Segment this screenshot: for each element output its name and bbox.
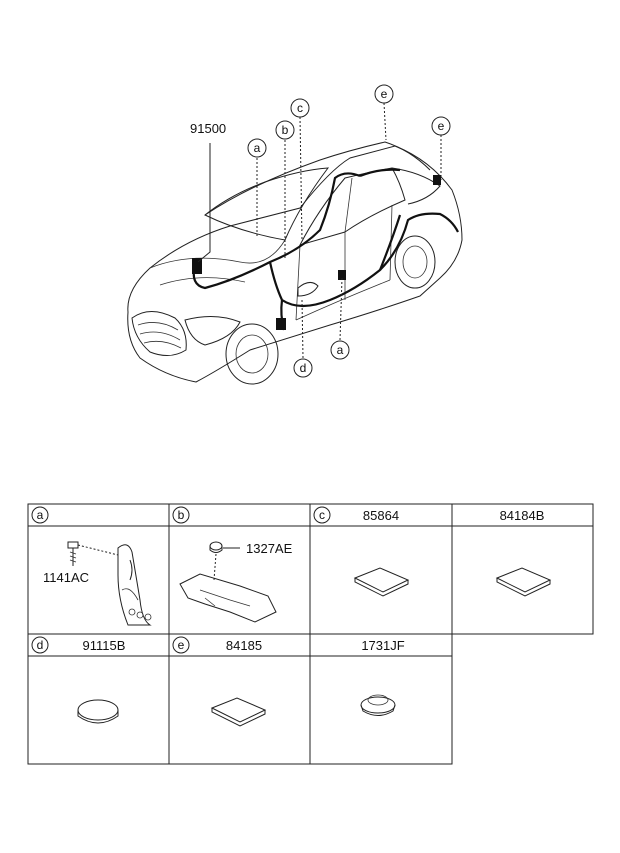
svg-text:d: d xyxy=(37,638,44,652)
plug-91115B-illustration xyxy=(77,699,119,724)
svg-text:e: e xyxy=(178,638,185,652)
callout-c-top: c xyxy=(290,98,310,118)
svg-text:c: c xyxy=(297,101,303,115)
table-cell-d: d 91115B xyxy=(31,636,126,654)
cell-a-illustration xyxy=(67,541,152,626)
pad-85864-illustration xyxy=(353,567,410,597)
table-cell-c: c 85864 xyxy=(313,506,399,524)
callout-a-top: a xyxy=(247,138,267,158)
nut-label-1327AE: 1327AE xyxy=(246,541,293,556)
main-part-number: 91500 xyxy=(190,121,226,136)
table-cell-a: a xyxy=(31,506,49,524)
pad-84184B-illustration xyxy=(495,567,552,597)
svg-text:d: d xyxy=(300,361,307,375)
part-number-1731JF: 1731JF xyxy=(361,638,404,653)
table-cell-b: b xyxy=(172,506,190,524)
svg-text:e: e xyxy=(381,87,388,101)
svg-text:a: a xyxy=(337,343,344,357)
callout-e-right: e xyxy=(431,116,451,136)
callout-leaders xyxy=(197,102,442,359)
table-cell-e: e 84185 xyxy=(172,636,262,654)
svg-text:b: b xyxy=(178,508,185,522)
callout-a-body: a xyxy=(330,340,350,360)
part-number-91115B: 91115B xyxy=(83,638,126,653)
svg-text:b: b xyxy=(282,123,289,137)
pad-84185-illustration xyxy=(210,697,267,727)
callout-d-body: d xyxy=(293,358,313,378)
svg-text:e: e xyxy=(438,119,445,133)
wiring-harness xyxy=(192,168,459,331)
svg-text:a: a xyxy=(37,508,44,522)
svg-text:a: a xyxy=(254,141,261,155)
callout-e-top: e xyxy=(374,84,394,104)
callout-b-top: b xyxy=(275,120,295,140)
grommet-1731JF-illustration xyxy=(360,694,396,716)
bolt-label-1141AC: 1141AC xyxy=(43,570,89,585)
car-illustration xyxy=(127,141,463,385)
part-number-85864: 85864 xyxy=(363,508,399,523)
cell-b-illustration xyxy=(179,541,277,623)
part-number-84184B: 84184B xyxy=(500,508,545,523)
svg-text:c: c xyxy=(319,508,325,522)
part-number-84185: 84185 xyxy=(226,638,262,653)
parts-table xyxy=(27,503,594,765)
